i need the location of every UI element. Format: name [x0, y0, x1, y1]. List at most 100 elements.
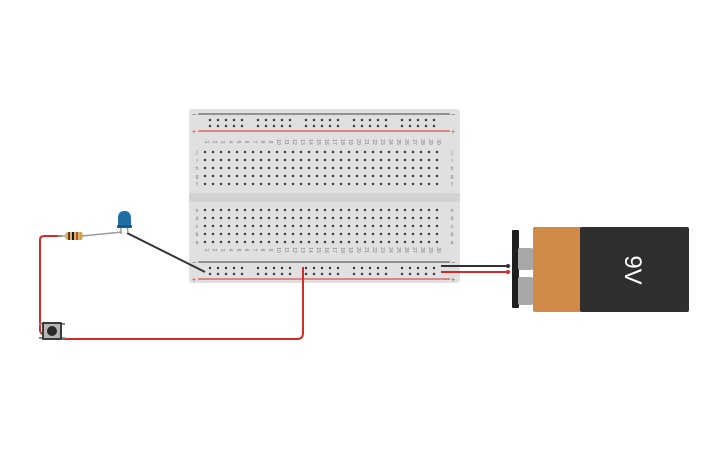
rail-hole[interactable] — [312, 272, 316, 276]
rail-hole[interactable] — [400, 124, 404, 128]
terminal-hole[interactable] — [291, 216, 295, 220]
terminal-hole[interactable] — [379, 150, 383, 154]
terminal-hole[interactable] — [427, 158, 431, 162]
terminal-hole[interactable] — [203, 208, 207, 212]
rail-hole[interactable] — [216, 118, 220, 122]
rail-hole[interactable] — [304, 118, 308, 122]
terminal-hole[interactable] — [315, 216, 319, 220]
terminal-hole[interactable] — [291, 150, 295, 154]
terminal-hole[interactable] — [219, 224, 223, 228]
terminal-hole[interactable] — [323, 150, 327, 154]
terminal-hole[interactable] — [283, 174, 287, 178]
rail-hole[interactable] — [400, 266, 404, 270]
rail-hole[interactable] — [232, 118, 236, 122]
terminal-hole[interactable] — [371, 150, 375, 154]
rail-hole[interactable] — [256, 272, 260, 276]
rail-hole[interactable] — [432, 118, 436, 122]
rail-hole[interactable] — [288, 266, 292, 270]
terminal-hole[interactable] — [235, 158, 239, 162]
terminal-hole[interactable] — [403, 240, 407, 244]
terminal-hole[interactable] — [219, 240, 223, 244]
rail-hole[interactable] — [416, 266, 420, 270]
terminal-hole[interactable] — [331, 182, 335, 186]
terminal-hole[interactable] — [411, 208, 415, 212]
terminal-hole[interactable] — [419, 166, 423, 170]
terminal-hole[interactable] — [323, 208, 327, 212]
terminal-hole[interactable] — [299, 216, 303, 220]
terminal-hole[interactable] — [347, 182, 351, 186]
rail-hole[interactable] — [328, 124, 332, 128]
rail-hole[interactable] — [272, 272, 276, 276]
terminal-hole[interactable] — [243, 232, 247, 236]
terminal-hole[interactable] — [403, 224, 407, 228]
rail-hole[interactable] — [376, 118, 380, 122]
terminal-hole[interactable] — [339, 232, 343, 236]
terminal-hole[interactable] — [307, 240, 311, 244]
rail-hole[interactable] — [360, 272, 364, 276]
terminal-hole[interactable] — [307, 150, 311, 154]
terminal-hole[interactable] — [339, 158, 343, 162]
terminal-hole[interactable] — [283, 208, 287, 212]
terminal-hole[interactable] — [403, 166, 407, 170]
terminal-hole[interactable] — [307, 208, 311, 212]
terminal-hole[interactable] — [275, 240, 279, 244]
terminal-hole[interactable] — [243, 182, 247, 186]
terminal-hole[interactable] — [219, 158, 223, 162]
rail-hole[interactable] — [384, 118, 388, 122]
rail-hole[interactable] — [352, 266, 356, 270]
terminal-hole[interactable] — [427, 224, 431, 228]
terminal-hole[interactable] — [331, 174, 335, 178]
terminal-hole[interactable] — [427, 216, 431, 220]
terminal-hole[interactable] — [331, 240, 335, 244]
terminal-hole[interactable] — [275, 166, 279, 170]
rail-hole[interactable] — [312, 266, 316, 270]
terminal-hole[interactable] — [323, 232, 327, 236]
terminal-hole[interactable] — [235, 240, 239, 244]
terminal-hole[interactable] — [427, 240, 431, 244]
terminal-hole[interactable] — [251, 208, 255, 212]
terminal-hole[interactable] — [323, 240, 327, 244]
terminal-hole[interactable] — [339, 240, 343, 244]
terminal-hole[interactable] — [283, 150, 287, 154]
terminal-hole[interactable] — [411, 158, 415, 162]
terminal-hole[interactable] — [347, 240, 351, 244]
terminal-hole[interactable] — [259, 182, 263, 186]
rail-hole[interactable] — [304, 266, 308, 270]
terminal-hole[interactable] — [291, 232, 295, 236]
terminal-hole[interactable] — [379, 182, 383, 186]
terminal-hole[interactable] — [219, 182, 223, 186]
rail-hole[interactable] — [360, 266, 364, 270]
terminal-hole[interactable] — [387, 232, 391, 236]
terminal-hole[interactable] — [243, 166, 247, 170]
rail-hole[interactable] — [224, 124, 228, 128]
terminal-hole[interactable] — [387, 240, 391, 244]
terminal-hole[interactable] — [411, 166, 415, 170]
terminal-hole[interactable] — [259, 232, 263, 236]
terminal-hole[interactable] — [259, 174, 263, 178]
terminal-hole[interactable] — [371, 158, 375, 162]
rail-hole[interactable] — [272, 124, 276, 128]
rail-hole[interactable] — [424, 272, 428, 276]
terminal-hole[interactable] — [411, 150, 415, 154]
rail-hole[interactable] — [368, 124, 372, 128]
terminal-hole[interactable] — [435, 208, 439, 212]
rail-hole[interactable] — [408, 124, 412, 128]
rail-hole[interactable] — [240, 272, 244, 276]
rail-hole[interactable] — [288, 272, 292, 276]
rail-hole[interactable] — [328, 266, 332, 270]
terminal-hole[interactable] — [347, 174, 351, 178]
terminal-hole[interactable] — [235, 150, 239, 154]
terminal-hole[interactable] — [219, 216, 223, 220]
rail-hole[interactable] — [336, 266, 340, 270]
terminal-hole[interactable] — [435, 158, 439, 162]
terminal-hole[interactable] — [435, 166, 439, 170]
terminal-hole[interactable] — [211, 158, 215, 162]
rail-hole[interactable] — [264, 124, 268, 128]
terminal-hole[interactable] — [227, 174, 231, 178]
terminal-hole[interactable] — [315, 224, 319, 228]
rail-hole[interactable] — [288, 118, 292, 122]
rail-hole[interactable] — [424, 266, 428, 270]
rail-hole[interactable] — [320, 266, 324, 270]
terminal-hole[interactable] — [291, 208, 295, 212]
terminal-hole[interactable] — [403, 232, 407, 236]
